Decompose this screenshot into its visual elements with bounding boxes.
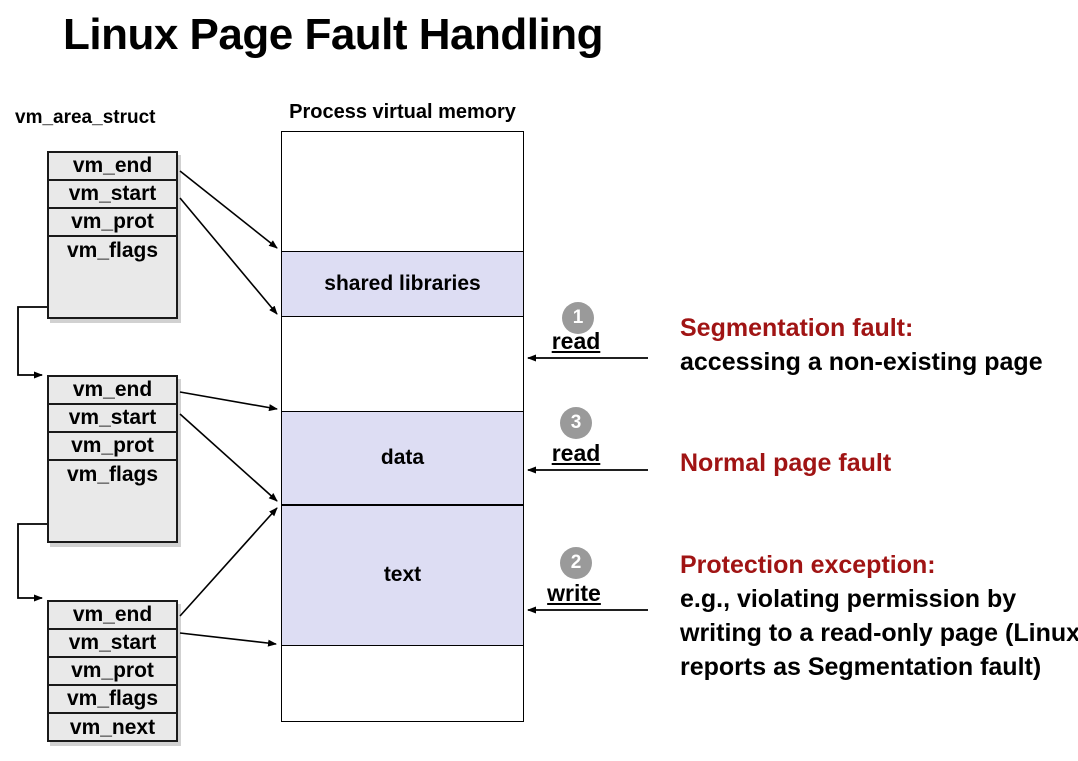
memory-region-data: data [282,410,523,505]
struct-field-vm-end: vm_end [49,377,176,405]
arrow-node3-vmend-to-text-top [179,507,278,617]
annotation-normal-page-fault: Normal page fault [680,446,891,480]
memory-region-shared-libraries: shared libraries [282,250,523,317]
annotation-segmentation-fault: Segmentation fault: accessing a non-exis… [680,311,1043,379]
struct-field-vm-flags: vm_flags [66,239,159,262]
annotation-heading: Normal page fault [680,449,892,477]
struct-field-vm-start: vm_start [49,181,176,209]
arrow-node1-vmstart-to-sharedlib-bottom [179,197,278,315]
access-label-read-1: read [551,328,601,354]
arrow-node3-vmstart-to-text-bottom [179,632,277,647]
vm-area-struct-node-1: vm_end vm_start vm_prot vm_flags [47,151,178,319]
struct-field-vm-next: vm_next [69,716,156,739]
step-badge-2: 2 [560,547,592,579]
annotation-protection-exception: Protection exception: e.g., violating pe… [680,548,1078,684]
struct-field-vm-flags: vm_flags [49,686,176,714]
arrow-node1-vmend-to-sharedlib-top [179,170,278,249]
annotation-heading: Protection exception: [680,551,936,579]
access-label-read-3: read [551,440,601,466]
vm-area-struct-node-2: vm_end vm_start vm_prot vm_flags [47,375,178,543]
struct-field-vm-prot: vm_prot [49,433,176,461]
vm-area-struct-label: vm_area_struct [15,107,156,128]
annotation-body-line: e.g., violating permission by [680,585,1017,613]
struct-field-vm-start: vm_start [49,405,176,433]
struct-field-vm-prot: vm_prot [49,209,176,237]
connector-vmnext-node1-to-node2 [17,306,47,379]
struct-field-vm-flags: vm_flags [66,463,159,486]
struct-field-vm-start: vm_start [49,630,176,658]
annotation-heading: Segmentation fault: [680,314,914,342]
arrow-node2-vmend-to-data-top [179,391,278,412]
process-virtual-memory-box: shared libraries data text [281,131,524,722]
connector-vmnext-node2-to-node3 [17,523,47,602]
annotation-body-line: reports as Segmentation fault) [680,653,1042,681]
access-label-write-2: write [547,580,601,606]
annotation-body-line: writing to a read-only page (Linux [680,619,1078,647]
page-title: Linux Page Fault Handling [63,10,603,59]
process-virtual-memory-label: Process virtual memory [289,101,516,123]
step-badge-3: 3 [560,407,592,439]
arrow-node2-vmstart-to-data-bottom [179,413,278,502]
step-badge-1: 1 [562,302,594,334]
vm-area-struct-node-3: vm_end vm_start vm_prot vm_flags vm_next [47,600,178,742]
struct-field-vm-end: vm_end [49,602,176,630]
annotation-body-line: accessing a non-existing page [680,348,1043,376]
struct-field-vm-prot: vm_prot [49,658,176,686]
memory-region-text: text [282,504,523,646]
struct-field-vm-end: vm_end [49,153,176,181]
